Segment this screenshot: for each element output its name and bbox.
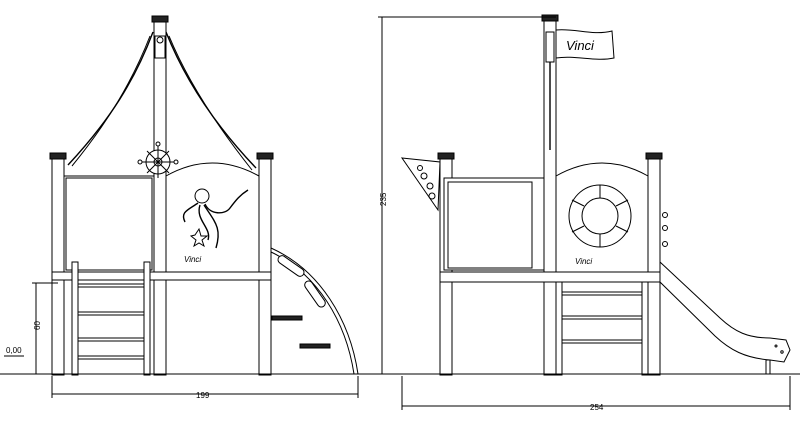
- right-elevation: Vinci Vinci: [400, 14, 791, 376]
- dimension-label-254: 254: [590, 403, 604, 412]
- dimension-ground-level: 0,00: [4, 346, 24, 357]
- rope-left-inner: [71, 35, 151, 167]
- flag: Vinci: [555, 29, 615, 60]
- post-right-far: [647, 157, 661, 376]
- climbing-hold-panel: [400, 157, 441, 212]
- post-left-right: [258, 157, 272, 376]
- dimension-label-235: 235: [379, 192, 388, 206]
- climbing-wall-left: [270, 247, 359, 375]
- net-panel-left: [63, 175, 155, 273]
- net-panel-right: [443, 177, 545, 271]
- dimension-label-ground: 0,00: [6, 346, 22, 355]
- post-left-outer: [51, 157, 65, 376]
- porthole-icon: [568, 184, 632, 248]
- octopus-icon: [182, 188, 249, 249]
- dimension-height-60: 60: [32, 282, 58, 375]
- left-elevation: Vinci: [49, 15, 359, 376]
- dimension-width-199: 199: [51, 376, 359, 400]
- rope-right: [165, 31, 257, 169]
- slide-right: [659, 260, 791, 363]
- dimension-height-235: 235: [378, 16, 556, 374]
- rope-right-inner: [168, 35, 253, 171]
- dimension-width-254: 254: [401, 376, 791, 412]
- ladder-left: [71, 261, 151, 376]
- rope-left: [67, 31, 154, 166]
- dimension-label-60: 60: [33, 321, 42, 330]
- ship-wheel-icon: [137, 141, 179, 178]
- ladder-right: [555, 281, 649, 376]
- flag-logo: Vinci: [566, 38, 595, 53]
- panel-logo-left: Vinci: [184, 255, 201, 264]
- panel-logo-right: Vinci: [575, 257, 592, 266]
- dimension-label-199: 199: [196, 391, 210, 400]
- platform-left: [51, 271, 272, 281]
- platform-right: [439, 271, 661, 283]
